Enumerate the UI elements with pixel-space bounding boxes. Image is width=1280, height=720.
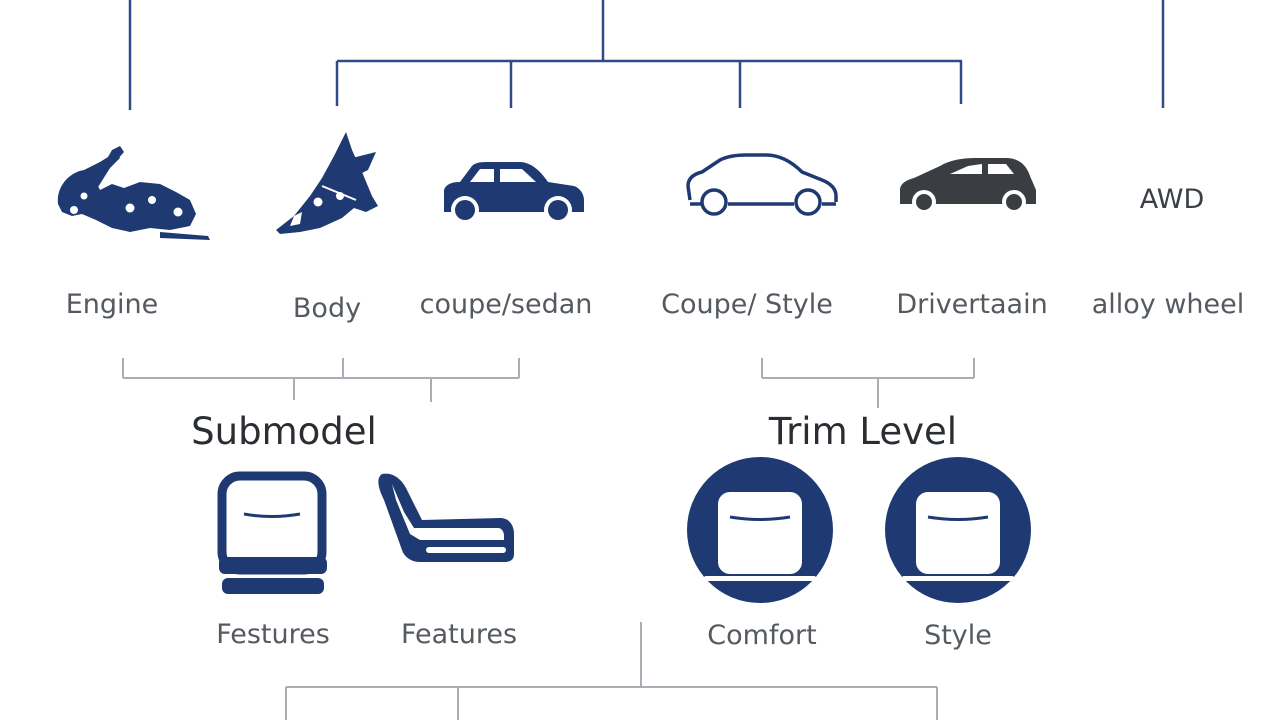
- top-connectors: [128, 0, 1165, 110]
- bottom-connectors: [285, 622, 938, 720]
- hatchback-icon: [900, 158, 1036, 214]
- body-icon: [276, 132, 378, 234]
- car-outline-icon: [686, 153, 838, 216]
- seat-side-icon: [378, 473, 514, 562]
- label-coupe-style: Coupe/ Style: [661, 289, 833, 320]
- label-features: Features: [401, 619, 517, 650]
- seat-front-icon: [217, 471, 327, 594]
- submodel-bracket: [122, 358, 520, 402]
- comfort-seat-circle-icon: [687, 457, 833, 603]
- label-drivetrain: Drivertaain: [896, 289, 1047, 320]
- heading-submodel: Submodel: [191, 410, 377, 453]
- label-body: Body: [293, 293, 361, 324]
- label-style: Style: [924, 620, 992, 651]
- label-festures: Festures: [216, 619, 330, 650]
- engine-icon: [57, 146, 210, 240]
- label-comfort: Comfort: [707, 620, 816, 651]
- awd-icon-text: AWD: [1140, 184, 1204, 215]
- style-seat-circle-icon: [885, 457, 1031, 603]
- label-alloy-wheel: alloy wheel: [1092, 289, 1245, 320]
- trim-level-bracket: [761, 358, 975, 408]
- label-engine: Engine: [66, 289, 159, 320]
- car-solid-icon: [444, 162, 584, 224]
- heading-trim-level: Trim Level: [768, 410, 957, 453]
- label-coupe-sedan: coupe/sedan: [420, 289, 593, 320]
